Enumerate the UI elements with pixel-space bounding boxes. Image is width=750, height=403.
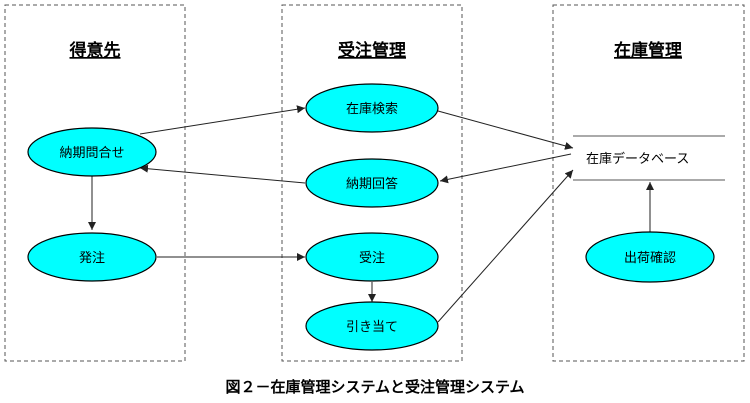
lane-customer-title: 得意先	[69, 40, 121, 61]
node-inventory-search: 在庫検索	[305, 83, 439, 133]
node-order-placement-label: 発注	[79, 251, 105, 266]
datastore-inventory-database: 在庫データベース	[573, 135, 725, 181]
lane-order-management-title: 受注管理	[338, 40, 406, 61]
node-shipment-confirm-shape	[585, 231, 715, 283]
node-delivery-inquiry-label: 納期問合せ	[59, 146, 124, 161]
lane-inventory-management-title: 在庫管理	[614, 40, 682, 61]
edge-search-to-database	[437, 110, 574, 150]
edge-allocation-to-database	[437, 169, 574, 323]
node-order-placement: 発注	[27, 232, 157, 282]
node-delivery-reply-label: 納期回答	[346, 176, 398, 192]
node-shipment-confirm-label: 出荷確認	[624, 250, 676, 266]
lane-customer-border	[4, 4, 186, 362]
node-order-receipt-label: 受注	[359, 251, 385, 266]
node-order-receipt-shape	[305, 232, 439, 282]
node-order-receipt: 受注	[305, 232, 439, 282]
edge-inquiry-to-search	[139, 105, 306, 135]
lane-order-management: 受注管理	[281, 4, 463, 362]
node-allocation: 引き当て	[305, 301, 439, 351]
datastore-label: 在庫データベース	[586, 151, 689, 167]
figure-caption: 図２－在庫管理システムと受注管理システム	[225, 378, 524, 396]
node-order-placement-shape	[27, 232, 157, 282]
node-delivery-reply: 納期回答	[305, 158, 439, 208]
node-inventory-search-shape	[305, 83, 439, 133]
node-delivery-inquiry: 納期問合せ	[27, 127, 157, 177]
node-allocation-label: 引き当て	[346, 320, 398, 335]
node-inventory-search-label: 在庫検索	[346, 102, 398, 117]
edge-database-to-reply	[439, 153, 572, 184]
node-shipment-confirm: 出荷確認	[585, 231, 715, 283]
lane-inventory-management: 在庫管理	[552, 4, 745, 362]
node-allocation-shape	[305, 301, 439, 351]
node-delivery-inquiry-shape	[27, 127, 157, 177]
edges	[88, 105, 654, 323]
node-delivery-reply-shape	[305, 158, 439, 208]
lane-order-management-border	[281, 4, 463, 362]
lane-customer: 得意先	[4, 4, 186, 362]
edge-reply-to-inquiry	[139, 164, 306, 184]
